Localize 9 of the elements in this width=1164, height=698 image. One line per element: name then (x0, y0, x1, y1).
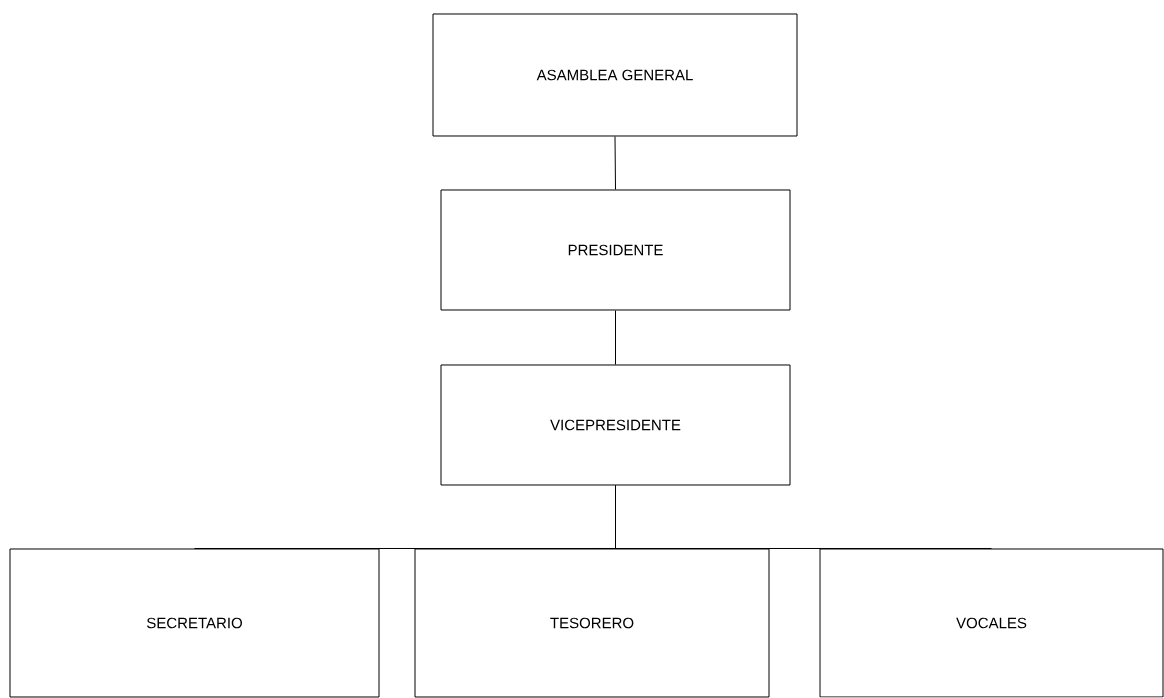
org-box: VOCALES (819, 548, 1164, 698)
connector-line (615, 485, 992, 549)
org-box: PRESIDENTE (440, 189, 791, 311)
org-box: ASAMBLEA GENERAL (432, 13, 798, 137)
org-box: TESORERO (414, 548, 770, 698)
org-box: SECRETARIO (9, 548, 380, 698)
org-box: VICEPRESIDENTE (440, 364, 791, 486)
connector-line (614, 136, 616, 190)
connector-line (615, 310, 616, 365)
